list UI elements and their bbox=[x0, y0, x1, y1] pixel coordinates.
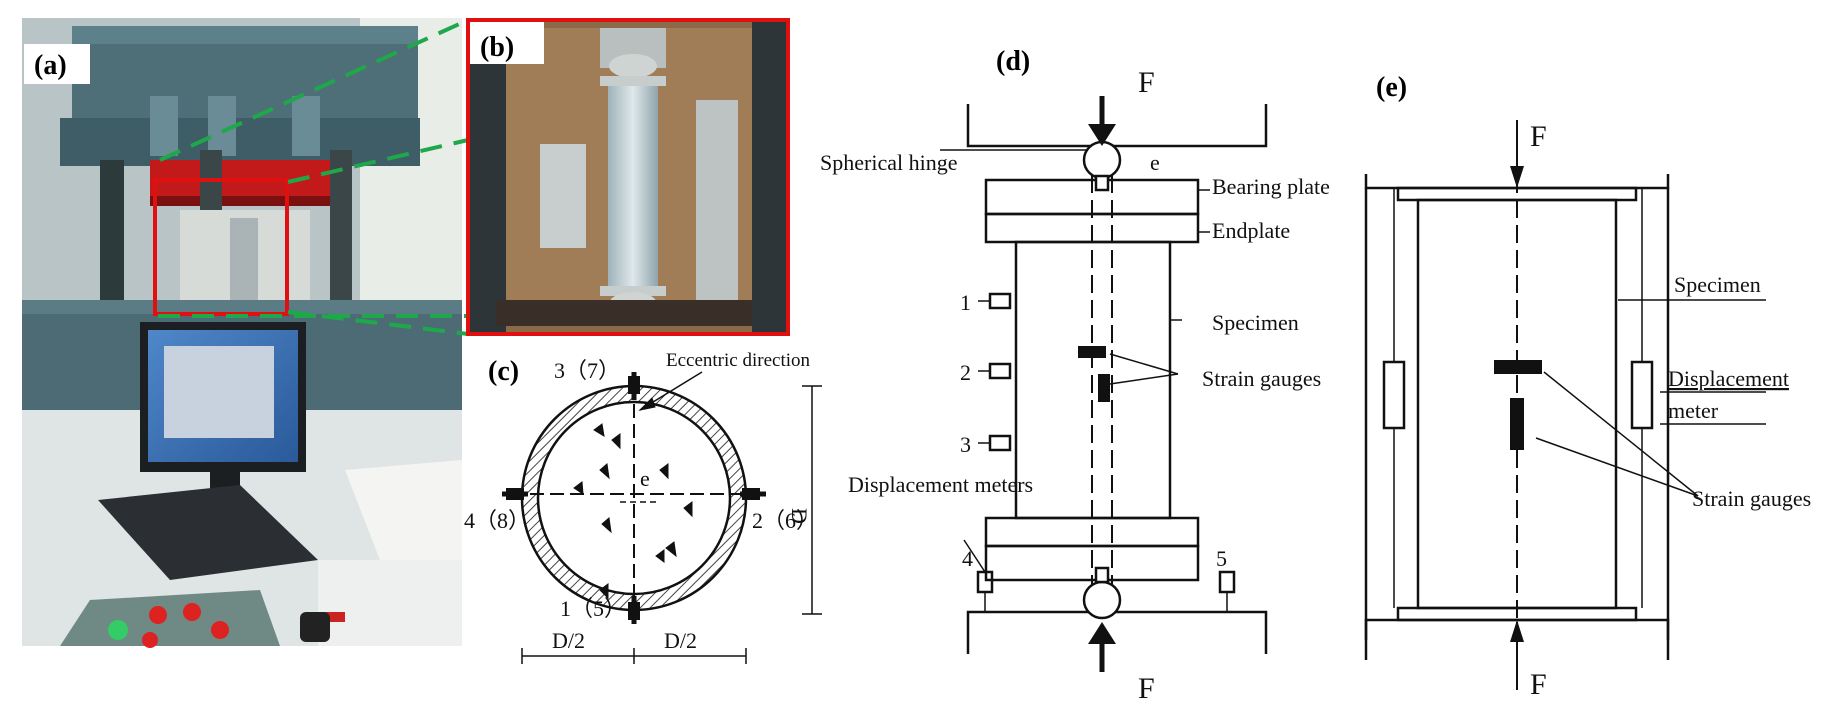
photo-specimen-closeup bbox=[468, 20, 788, 334]
zoom-line-lower bbox=[287, 310, 469, 336]
strain-gauges-label-e: Strain gauges bbox=[1692, 486, 1811, 511]
force-arrowhead-bottom-e bbox=[1510, 620, 1524, 642]
panel-b-label: (b) bbox=[480, 32, 514, 63]
zoom-region-box bbox=[153, 178, 289, 316]
meter-2-label: 2 bbox=[960, 360, 971, 385]
half-diameter-left: D/2 bbox=[552, 628, 585, 653]
gauge-label-right: 2（6） bbox=[752, 508, 818, 533]
loading-setup-diagram bbox=[940, 104, 1268, 654]
panel-e-label: (e) bbox=[1376, 72, 1407, 103]
force-arrow-bottom-d bbox=[1088, 622, 1116, 672]
force-label-bottom-e: F bbox=[1530, 668, 1547, 701]
photo-test-machine bbox=[22, 18, 462, 648]
zoom-line-upper bbox=[287, 138, 469, 184]
displacement-meter-label-1: Displacement bbox=[1668, 366, 1789, 391]
setup-diagram-e bbox=[1364, 150, 1766, 690]
meter-5-label: 5 bbox=[1216, 546, 1227, 571]
force-label-top-d: F bbox=[1138, 66, 1155, 99]
meter-1-label: 1 bbox=[960, 290, 971, 315]
force-label-top-e: F bbox=[1530, 120, 1547, 153]
strain-gauge-horizontal-d bbox=[1078, 346, 1106, 358]
cross-section-diagram bbox=[502, 371, 822, 664]
specimen-label-e: Specimen bbox=[1674, 272, 1761, 297]
panel-b-label-bg bbox=[470, 22, 544, 64]
eccentricity-label-d: e bbox=[1150, 150, 1160, 175]
diameter-label: D bbox=[787, 508, 812, 524]
spherical-hinge-label: Spherical hinge bbox=[820, 150, 957, 175]
eccentricity-label: e bbox=[640, 466, 650, 491]
half-diameter-right: D/2 bbox=[664, 628, 697, 653]
force-label-bottom-d: F bbox=[1138, 672, 1155, 705]
force-arrowhead-top-e bbox=[1510, 166, 1524, 188]
meter-4-label: 4 bbox=[962, 546, 973, 571]
panel-d-label: (d) bbox=[996, 46, 1030, 77]
gauge-label-bottom: 1（5） bbox=[560, 596, 626, 621]
panel-c-label: (c) bbox=[488, 356, 519, 387]
zoom-line-top bbox=[159, 18, 469, 162]
gauge-label-top: 3（7） bbox=[554, 358, 620, 383]
strain-gauges-label-d: Strain gauges bbox=[1202, 366, 1321, 391]
force-arrow-top-d bbox=[1088, 96, 1116, 146]
meter-3-label: 3 bbox=[960, 432, 971, 457]
endplate-label: Endplate bbox=[1212, 218, 1290, 243]
strain-gauge-vertical-e bbox=[1510, 398, 1524, 450]
displacement-meters-label: Displacement meters bbox=[848, 472, 1033, 497]
specimen-label-d: Specimen bbox=[1212, 310, 1299, 335]
eccentric-direction-label: Eccentric direction bbox=[666, 350, 811, 371]
strain-gauge-vertical-d bbox=[1098, 374, 1110, 402]
bearing-plate-label: Bearing plate bbox=[1212, 174, 1330, 199]
zoom-photo-frame bbox=[466, 18, 790, 336]
gauge-label-left: 4（8） bbox=[464, 508, 530, 533]
panel-a-label-bg bbox=[24, 44, 90, 84]
strain-gauge-horizontal-e bbox=[1494, 360, 1542, 374]
panel-a-label: (a) bbox=[34, 50, 67, 81]
displacement-meter-label-2: meter bbox=[1668, 398, 1719, 423]
